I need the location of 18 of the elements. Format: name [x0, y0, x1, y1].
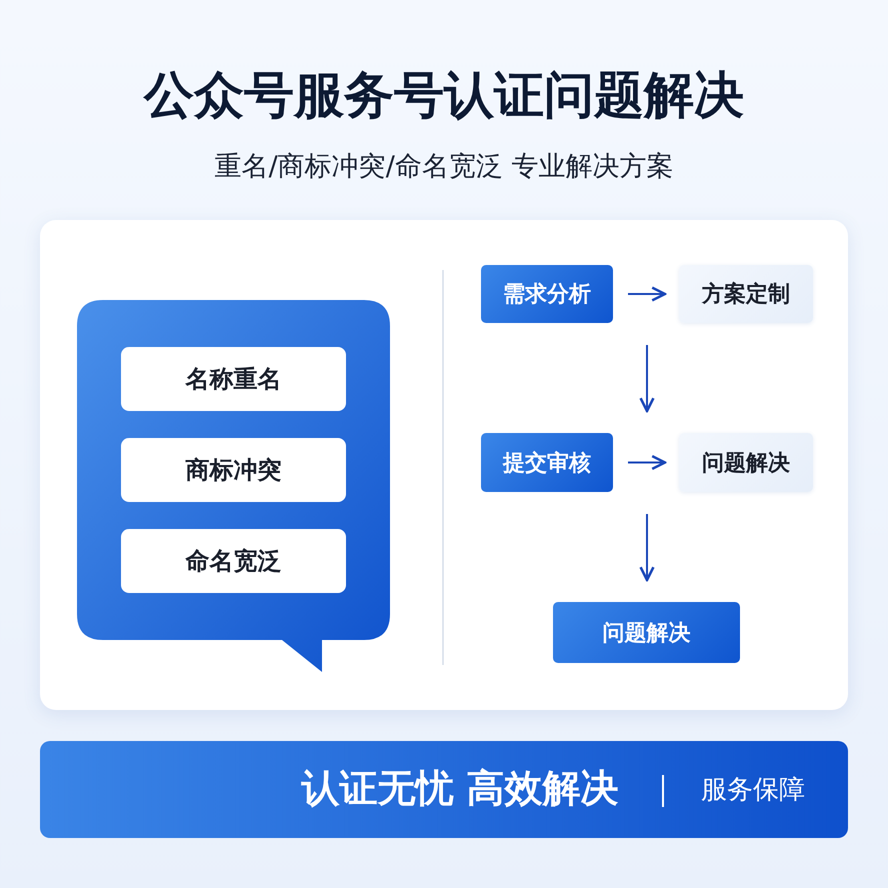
arrow	[628, 286, 666, 302]
process-box: 方案定制	[679, 265, 813, 323]
speech-bubble	[77, 300, 390, 672]
process-box: 问题解决	[553, 602, 740, 663]
problem-box: 命名宽泛	[121, 529, 346, 593]
subtitle: 重名/商标冲突/命名宽泛 专业解决方案	[214, 150, 674, 184]
title: 公众号服务号认证问题解决	[142, 65, 745, 126]
banner-background	[40, 741, 848, 838]
arrow	[639, 345, 655, 412]
arrow	[639, 514, 655, 582]
service-label: 服务保障	[700, 774, 806, 807]
process-box: 提交审核	[481, 433, 613, 492]
problem-box: 商标冲突	[121, 438, 346, 502]
arrow	[628, 454, 666, 470]
process-box: 需求分析	[481, 265, 613, 323]
slogan: 认证无忧 高效解决	[300, 765, 620, 812]
problem-box: 名称重名	[121, 347, 346, 411]
process-box: 问题解决	[679, 433, 813, 492]
